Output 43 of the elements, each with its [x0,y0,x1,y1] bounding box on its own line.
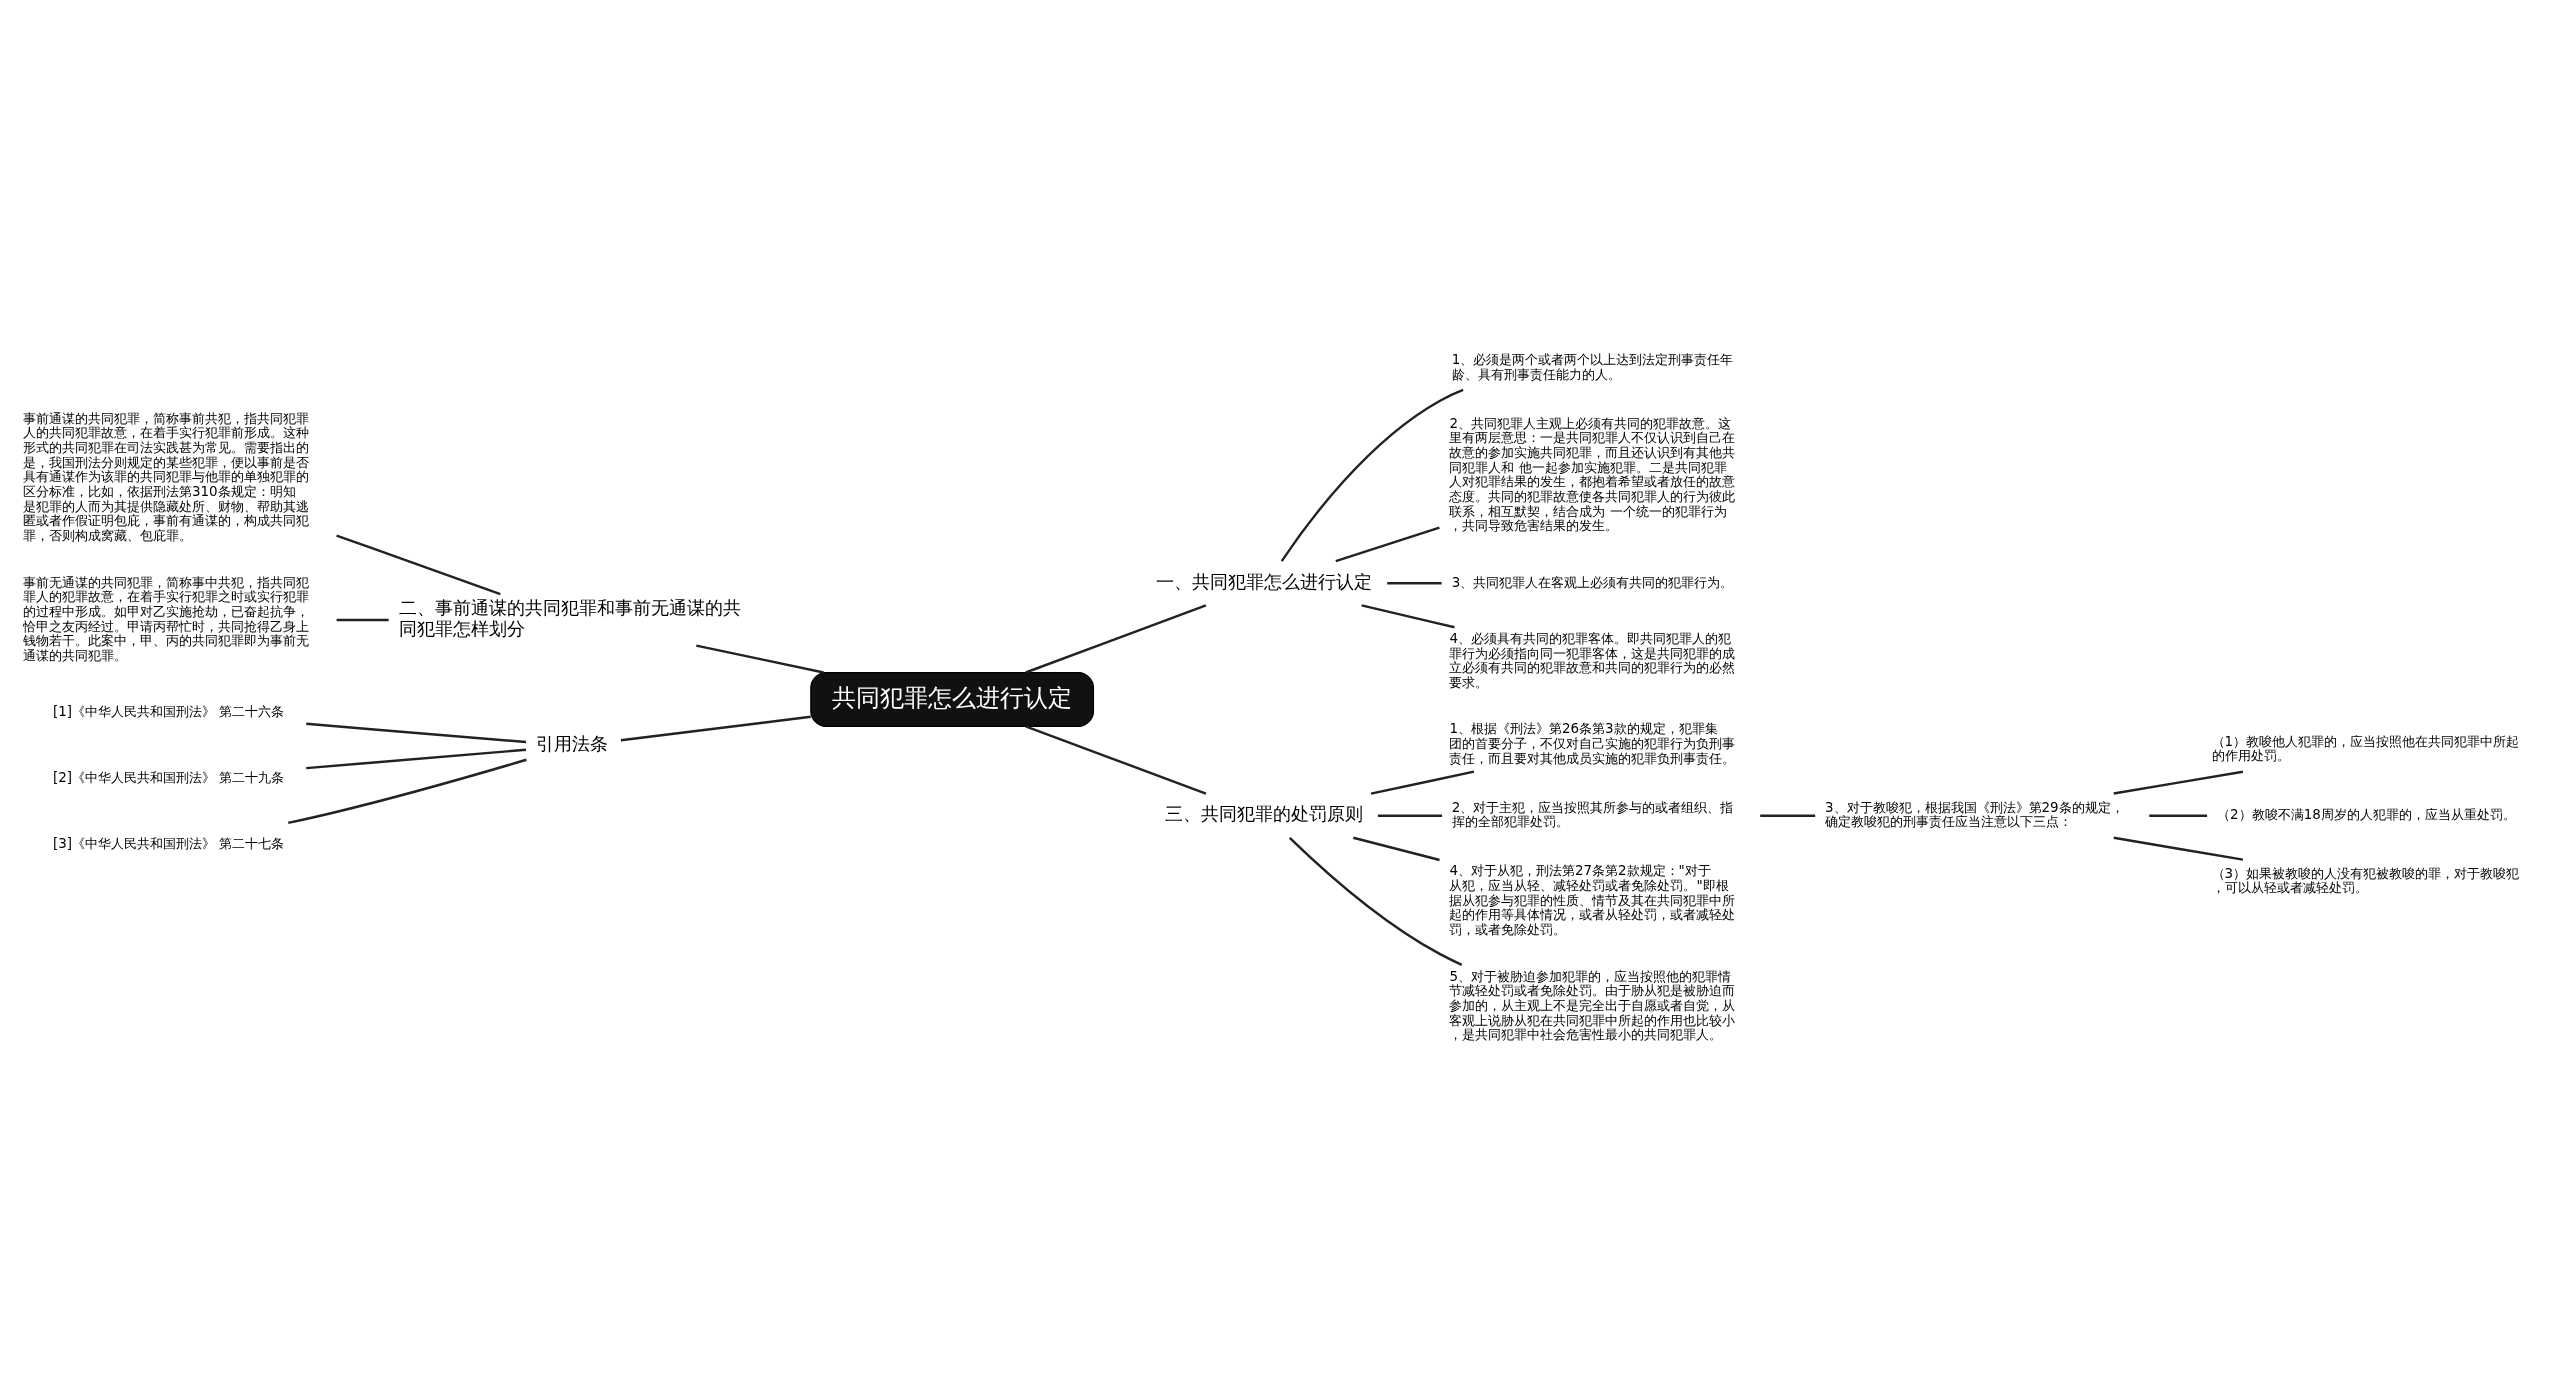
connector [1335,525,1440,562]
node-text: 二、事前通谋的共同犯罪和事前无通谋的共同犯罪怎样划分 [398,596,741,639]
node-text: 三、共同犯罪的处罚原则 [1165,802,1363,824]
node-text: （1）教唆他人犯罪的，应当按照他在共同犯罪中所起的作用处罚。 [2211,733,2520,763]
node-text: 引用法条 [536,732,609,754]
node-text: （3）如果被教唆的人没有犯被教唆的罪，对于教唆犯，可以从轻或者减轻处罚。 [2211,865,2520,895]
connector [1353,836,1440,861]
connector [1361,603,1455,628]
node-text: [3]《中华人民共和国刑法》 第二十七条 [52,835,285,851]
node-text: （2）教唆不满18周岁的人犯罪的，应当从重处罚。 [2217,806,2516,822]
connector [336,618,389,621]
connector [1760,813,1816,817]
node-text: 事前通谋的共同犯罪，简称事前共犯，指共同犯罪人的共同犯罪故意，在着手实行犯罪前形成。这种形式的共同犯罪在司法实践甚为常见。需要指出的是，我国刑法分则规定的某些犯罪，便以事前是否具有通谋作为该罪的共同犯罪与他罪的单独犯罪的区分标准，比如，依据刑法第310条规定：明知是犯罪的人而为其提供隐藏处所、财物、帮助其逃匿或者作假证明包庇，事前有通谋的，构成共同犯罪，否则构成窝藏、包庇罪。 [22,410,309,543]
connector [2113,836,2244,861]
connector [287,758,527,824]
node-text: 3、共同犯罪人在客观上必须有共同的犯罪行为。 [1451,574,1734,590]
node-text: 4、对于从犯，刑法第27条第2款规定："对于从犯，应当从轻、减轻处罚或者免除处罚。"即根据从犯参与犯罪的性质、情节及其在共同犯罪中所起的作用等具体情况，或者从轻处罚，或者减轻处罚，或者免除处罚。 [1449,862,1736,937]
connector [1280,388,1464,562]
connector [620,715,811,741]
connector [306,722,527,743]
node-text: 4、必须具有共同的犯罪客体。即共同犯罪人的犯罪行为必须指向同一犯罪客体，这是共同犯罪的成立必须有共同的犯罪故意和共同的犯罪行为的必然要求。 [1449,630,1736,690]
connector [1288,836,1463,966]
connector [306,748,527,769]
connector [1025,603,1207,674]
connector [1025,724,1207,795]
connector [1377,813,1443,817]
connector [336,533,501,595]
node-box: 共同犯罪怎么进行认定 [810,671,1095,727]
connector [696,643,824,674]
connector [1387,581,1442,584]
node-text: 事前无通谋的共同犯罪，简称事中共犯，指共同犯罪人的犯罪故意，在着手实行犯罪之时或实行犯罪的过程中形成。如甲对乙实施抢劫，已奋起抗争，恰甲之友丙经过。甲请丙帮忙时，共同抢得乙身上钱物若干。此案中，甲、丙的共同犯罪即为事前无通谋的共同犯罪。 [22,574,309,663]
connector [2113,769,2244,795]
node-text: 2、共同犯罪人主观上必须有共同的犯罪故意。这里有两层意思：一是共同犯罪人不仅认识到自己在故意的参加实施共同犯罪，而且还认识到有其他共同犯罪人和 他一起参加实施犯罪。二是共同犯罪人对犯罪结果的发生，都抱着希望或者放任的故意态度。共同的犯罪故意使各共同犯罪人的行为彼此联系，相互默契，结合成为 一个统一的犯罪行为，共同导致危害结果的发生。 [1449,415,1736,533]
node-text: 2、对于主犯，应当按照其所参与的或者组织、指挥的全部犯罪处罚。 [1451,799,1734,829]
node-text: 3、对于教唆犯，根据我国《刑法》第29条的规定，确定教唆犯的刑事责任应当注意以下三点： [1825,799,2124,829]
node-text: [1]《中华人民共和国刑法》 第二十六条 [52,703,285,719]
node-text: [2]《中华人民共和国刑法》 第二十九条 [52,769,285,785]
node-text: 5、对于被胁迫参加犯罪的，应当按照他的犯罪情节减轻处罚或者免除处罚。由于胁从犯是被胁迫而参加的，从主观上不是完全出于自愿或者自觉，从客观上说胁从犯在共同犯罪中所起的作用也比较小，是共同犯罪中社会危害性最小的共同犯罪人。 [1449,968,1736,1042]
node-text: 1、必须是两个或者两个以上达到法定刑事责任年龄、具有刑事责任能力的人。 [1451,351,1734,382]
node-text: 一、共同犯罪怎么进行认定 [1155,570,1372,592]
connector [2149,813,2208,817]
connector [1370,769,1475,795]
node-text: 1、根据《刑法》第26条第3款的规定，犯罪集团的首要分子，不仅对自己实施的犯罪行为负刑事责任，而且要对其他成员实施的犯罪负刑事责任。 [1449,720,1736,766]
